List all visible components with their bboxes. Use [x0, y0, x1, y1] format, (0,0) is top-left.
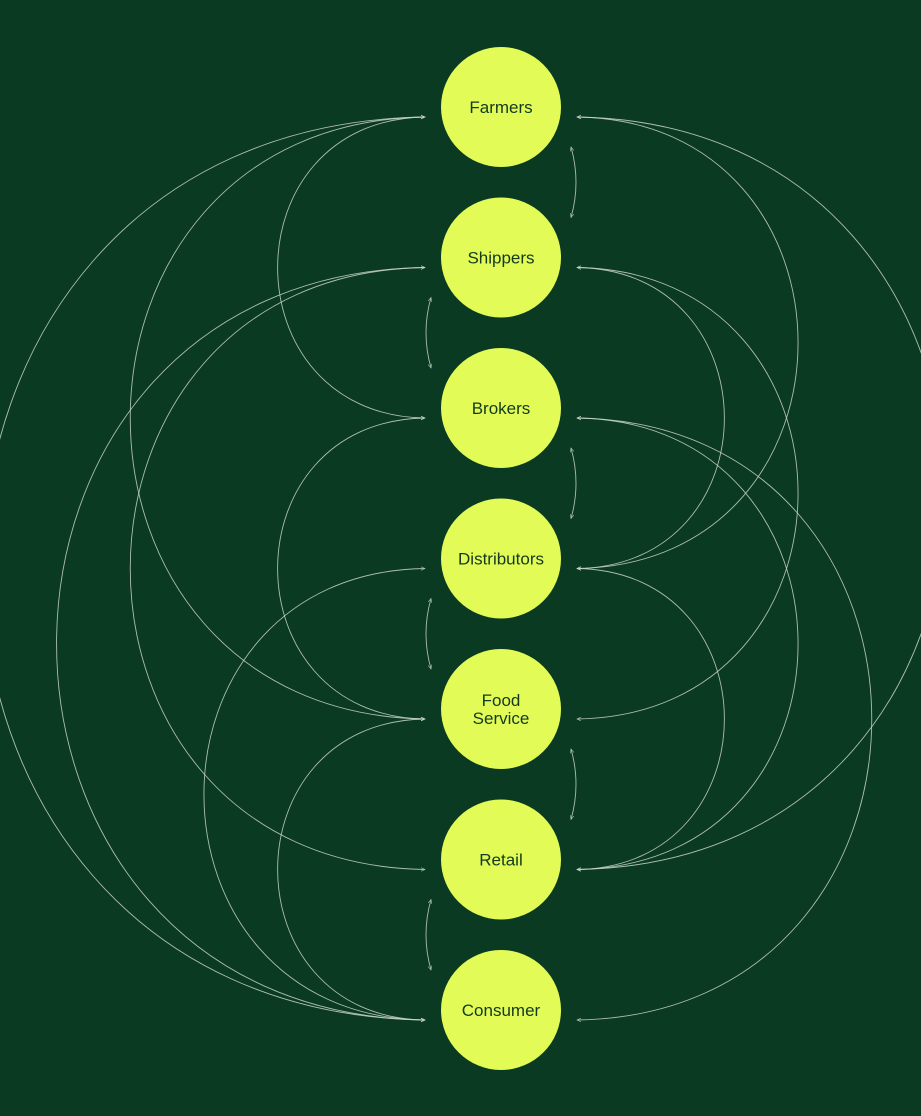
node-retail: Retail	[441, 799, 561, 920]
node-brokers-circle	[441, 348, 561, 468]
connector-farmers-retail	[577, 117, 921, 870]
connector-brokers-retail	[577, 418, 799, 870]
connector-shippers-food-service	[577, 268, 799, 720]
connector-distributors-consumer	[203, 569, 425, 1021]
node-shippers-label: Shippers	[467, 249, 534, 268]
connector-shippers-distributors	[577, 268, 725, 569]
node-food-service-label: Service	[473, 709, 530, 728]
node-shippers-circle	[441, 197, 561, 318]
node-farmers-circle	[441, 47, 561, 167]
node-consumer-circle	[441, 950, 561, 1070]
node-distributors: Distributors	[441, 498, 561, 619]
connector-brokers-food-service	[277, 418, 425, 719]
connector-food-service-retail	[571, 749, 577, 820]
connector-food-service-consumer	[277, 719, 425, 1020]
connector-farmers-distributors	[577, 117, 799, 569]
node-brokers-label: Brokers	[472, 399, 531, 418]
connector-brokers-distributors	[571, 448, 577, 519]
connector-brokers-consumer	[577, 418, 873, 1020]
node-food-service-circle	[441, 649, 561, 769]
connector-farmers-food-service	[129, 117, 425, 719]
connector-retail-consumer	[425, 900, 431, 971]
node-shippers: Shippers	[441, 197, 561, 318]
node-food-service-label: Food	[482, 691, 521, 710]
node-retail-label: Retail	[479, 851, 522, 870]
connector-shippers-retail	[129, 268, 425, 870]
node-retail-circle	[441, 799, 561, 920]
connector-distributors-food-service	[425, 599, 431, 670]
node-brokers: Brokers	[441, 348, 561, 468]
connector-shippers-consumer	[56, 268, 425, 1021]
connector-farmers-brokers	[277, 117, 425, 418]
node-distributors-label: Distributors	[458, 550, 544, 569]
connector-layer	[0, 117, 921, 1020]
node-consumer: Consumer	[441, 950, 561, 1070]
connector-distributors-retail	[577, 569, 725, 870]
node-farmers-label: Farmers	[469, 98, 532, 117]
node-consumer-label: Consumer	[462, 1001, 541, 1020]
node-distributors-circle	[441, 498, 561, 619]
connector-farmers-shippers	[571, 147, 577, 218]
connector-farmers-consumer	[0, 117, 425, 1020]
node-farmers: Farmers	[441, 47, 561, 167]
connector-shippers-brokers	[425, 298, 431, 369]
node-layer: FarmersShippersBrokersDistributorsFoodSe…	[441, 47, 561, 1070]
